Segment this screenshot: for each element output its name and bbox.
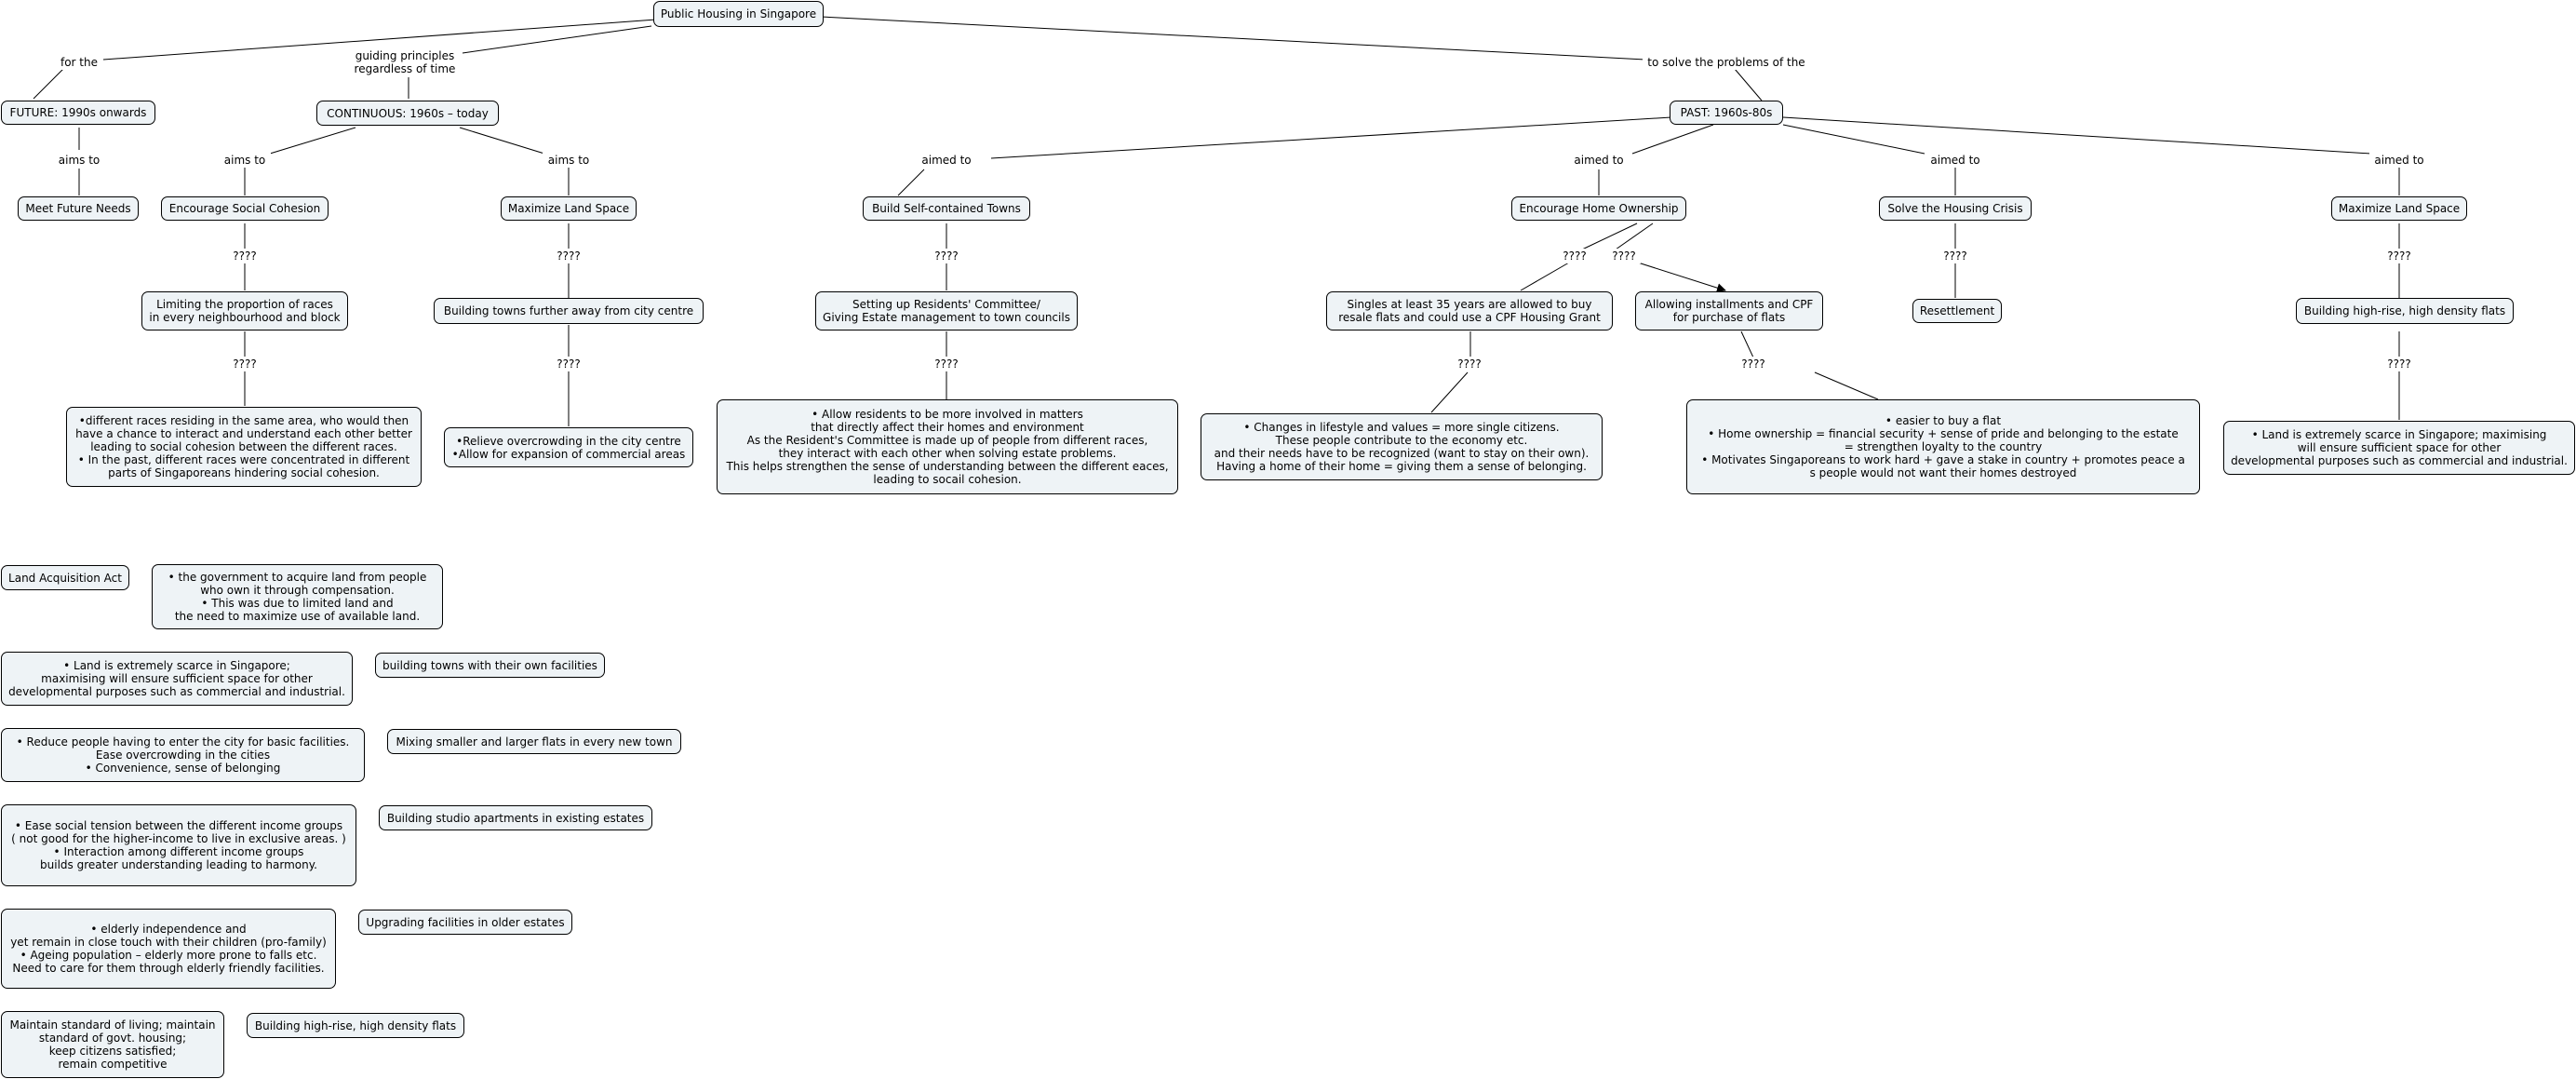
- node-mixing-flats[interactable]: Mixing smaller and larger flats in every…: [387, 729, 681, 754]
- link-label-to-solve: to solve the problems of the: [1643, 55, 1810, 70]
- node-root[interactable]: Public Housing in Singapore: [653, 1, 824, 27]
- node-meet-future-needs[interactable]: Meet Future Needs: [18, 196, 139, 221]
- node-installments-detail[interactable]: • easier to buy a flat • Home ownership …: [1686, 399, 2200, 494]
- node-land-scarce[interactable]: • Land is extremely scarce in Singapore;…: [1, 652, 353, 706]
- node-past[interactable]: PAST: 1960s-80s: [1670, 101, 1783, 125]
- link-label-q-home-2: ????: [1607, 249, 1641, 263]
- node-studio-apartments[interactable]: Building studio apartments in existing e…: [379, 805, 652, 830]
- link-label-q-social-2: ????: [228, 357, 262, 371]
- link-label-q-social-1: ????: [228, 249, 262, 263]
- node-limiting-races[interactable]: Limiting the proportion of races in ever…: [141, 291, 348, 330]
- node-build-self-contained-towns[interactable]: Build Self-contained Towns: [863, 196, 1030, 221]
- link-label-q-installments: ????: [1737, 357, 1770, 371]
- link-label-aimed-to-towns: aimed to: [917, 153, 976, 168]
- link-label-q-land-2: ????: [552, 357, 585, 371]
- node-relieve-overcrowding[interactable]: •Relieve overcrowding in the city centre…: [444, 427, 693, 467]
- node-land-acquisition-act[interactable]: Land Acquisition Act: [1, 565, 129, 590]
- link-label-q-crisis-1: ????: [1939, 249, 1972, 263]
- node-highrise-past[interactable]: Building high-rise, high density flats: [2296, 298, 2514, 324]
- link-label-for-the: for the: [56, 55, 102, 70]
- node-towns-further-away[interactable]: Building towns further away from city ce…: [434, 298, 704, 324]
- node-maintain-standard[interactable]: Maintain standard of living; maintain st…: [1, 1011, 224, 1078]
- node-own-facilities[interactable]: building towns with their own facilities: [375, 653, 605, 678]
- link-label-q-landp-1: ????: [2382, 249, 2416, 263]
- link-label-q-towns-1: ????: [930, 249, 963, 263]
- link-label-aims-to-social: aims to: [219, 153, 271, 168]
- node-highrise-bottom[interactable]: Building high-rise, high density flats: [247, 1013, 464, 1038]
- node-singles-resale[interactable]: Singles at least 35 years are allowed to…: [1326, 291, 1613, 330]
- link-label-q-towns-2: ????: [930, 357, 963, 371]
- node-races-detail[interactable]: •different races residing in the same ar…: [66, 407, 422, 487]
- node-future[interactable]: FUTURE: 1990s onwards: [1, 101, 155, 125]
- node-singles-detail[interactable]: • Changes in lifestyle and values = more…: [1201, 413, 1603, 480]
- node-encourage-home-ownership[interactable]: Encourage Home Ownership: [1511, 196, 1686, 221]
- link-label-aims-to-future: aims to: [53, 153, 105, 168]
- node-encourage-social-cohesion[interactable]: Encourage Social Cohesion: [161, 196, 329, 221]
- node-resettlement[interactable]: Resettlement: [1912, 299, 2002, 323]
- node-maximize-land-space-past[interactable]: Maximize Land Space: [2331, 196, 2467, 221]
- node-residents-detail[interactable]: • Allow residents to be more involved in…: [717, 399, 1178, 494]
- node-reduce-people[interactable]: • Reduce people having to enter the city…: [1, 728, 365, 782]
- link-label-q-land-1: ????: [552, 249, 585, 263]
- link-label-q-landp-2: ????: [2382, 357, 2416, 371]
- link-label-aimed-to-land: aimed to: [2369, 153, 2429, 168]
- node-upgrading-facilities[interactable]: Upgrading facilities in older estates: [358, 910, 572, 935]
- node-continuous[interactable]: CONTINUOUS: 1960s – today: [316, 101, 499, 126]
- link-label-q-home-1: ????: [1558, 249, 1591, 263]
- link-label-aims-to-land: aims to: [543, 153, 595, 168]
- link-label-aimed-to-home: aimed to: [1569, 153, 1629, 168]
- link-label-q-singles: ????: [1453, 357, 1486, 371]
- node-elderly[interactable]: • elderly independence and yet remain in…: [1, 909, 336, 989]
- node-installments-cpf[interactable]: Allowing installments and CPF for purcha…: [1635, 291, 1823, 330]
- node-ease-tension[interactable]: • Ease social tension between the differ…: [1, 804, 356, 886]
- node-residents-committee[interactable]: Setting up Residents' Committee/ Giving …: [815, 291, 1078, 330]
- link-label-aimed-to-crisis: aimed to: [1925, 153, 1985, 168]
- node-maximize-land-space-continuous[interactable]: Maximize Land Space: [501, 196, 637, 221]
- node-land-acquisition-detail[interactable]: • the government to acquire land from pe…: [152, 564, 443, 629]
- node-highrise-detail[interactable]: • Land is extremely scarce in Singapore;…: [2223, 421, 2575, 475]
- node-solve-housing-crisis[interactable]: Solve the Housing Crisis: [1879, 196, 2032, 221]
- link-label-guiding-principles: guiding principles regardless of time: [349, 47, 461, 77]
